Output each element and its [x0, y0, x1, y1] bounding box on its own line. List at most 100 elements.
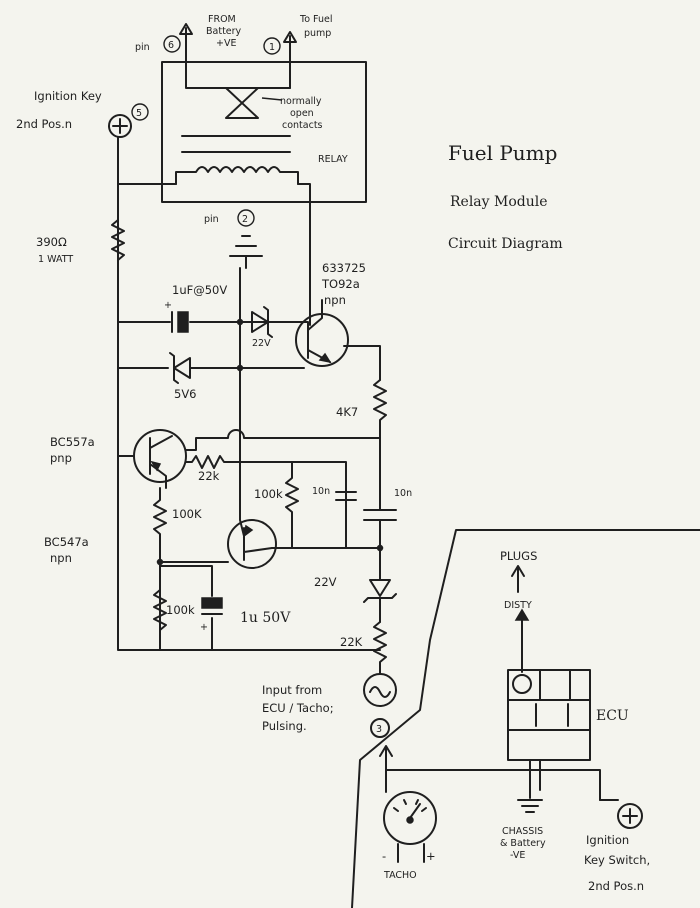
zener-22v-bot-label: 22V — [314, 575, 337, 589]
left-rail — [117, 136, 381, 651]
transistor-bc547 — [227, 519, 277, 569]
zener-5v6-label: 5V6 — [174, 387, 197, 401]
pin3-number: 3 — [376, 724, 382, 735]
resistor-100k-c — [153, 589, 167, 631]
ecu-internal — [507, 669, 591, 731]
mid-net-top — [239, 461, 347, 549]
zener-22v-top — [251, 306, 273, 338]
r390-label-2: 1 WATT — [38, 254, 73, 265]
bc547-arrow — [242, 524, 254, 538]
input-label-1: Input from — [262, 683, 322, 697]
pin6-number: 6 — [168, 40, 174, 51]
ground-symbol — [229, 235, 263, 257]
chassis-ground — [517, 789, 543, 813]
pin3-circle — [370, 718, 390, 738]
chassis-label-1: CHASSIS — [502, 826, 543, 837]
cap1-body — [177, 311, 189, 333]
resistor-4k7 — [373, 379, 387, 511]
pin6-circle — [163, 35, 181, 53]
q1-label-1: 633725 — [322, 261, 366, 275]
relay-contact-wire — [185, 61, 291, 89]
ign-switch-label-2: Key Switch, — [584, 853, 650, 867]
pin5-number: 5 — [136, 108, 142, 119]
resistor-390 — [111, 219, 125, 261]
tacho-plus: + — [426, 849, 436, 863]
ign-switch-plus — [622, 808, 638, 824]
to-fuel-1: To Fuel — [299, 14, 332, 25]
ecu-label: ECU — [596, 708, 629, 724]
tacho-minus: - — [382, 849, 386, 863]
bc557-label-1: BC557a — [50, 435, 95, 449]
ign-switch-label-1: Ignition — [586, 833, 629, 847]
r22k-a-label: 22k — [198, 469, 220, 483]
r100k-b-label: 100K — [172, 507, 202, 521]
q1-emitter-wire — [343, 345, 381, 381]
tacho-needle — [393, 799, 427, 819]
pin1-circle — [263, 37, 281, 55]
pin6-arrow — [179, 23, 193, 35]
ecu-box — [507, 669, 591, 761]
relay-label: RELAY — [318, 154, 348, 165]
node-100k — [156, 558, 164, 566]
title-line-1: Fuel Pump — [448, 141, 557, 165]
from-battery-2: Battery — [206, 26, 242, 37]
input-label-2: ECU / Tacho; — [262, 701, 334, 715]
cap2-body — [201, 597, 223, 609]
r100k-c-label: 100k — [166, 603, 195, 617]
title-line-3: Circuit Diagram — [448, 236, 563, 252]
ign-key-plus — [112, 118, 128, 134]
tacho-leads — [385, 769, 425, 863]
transistor-bc557 — [133, 429, 187, 483]
plugs-label: PLUGS — [500, 549, 537, 563]
relay-contact-cross — [225, 87, 259, 119]
resistor-22k-b — [373, 621, 387, 675]
disty-arrow — [514, 608, 530, 621]
pin2-number: 2 — [242, 214, 248, 225]
resistor-100k-b — [153, 487, 167, 651]
c10n-a-label: 10n — [312, 486, 330, 497]
from-battery-3: +VE — [216, 38, 236, 49]
contacts-label-2: open — [290, 108, 314, 119]
ac-sine — [369, 686, 391, 698]
tacho-pivot — [406, 816, 414, 824]
zener-5v6 — [169, 352, 191, 384]
ac-input-source — [363, 673, 397, 707]
pin6-label: pin — [135, 42, 150, 53]
c10n-b-label: 10n — [394, 488, 412, 499]
from-battery-1: FROM — [208, 14, 236, 25]
relay-coil — [175, 166, 299, 185]
contacts-label-1: normally — [280, 96, 322, 107]
bc557-base-wire — [185, 429, 381, 451]
tacho-label: TACHO — [383, 870, 417, 881]
q1-base — [297, 299, 331, 363]
to-fuel-2: pump — [304, 28, 331, 39]
ign-switch-label-3: 2nd Pos.n — [588, 879, 644, 893]
bc547-label-1: BC547a — [44, 535, 89, 549]
bc547-label-2: npn — [50, 551, 72, 565]
chassis-label-2: & Battery — [500, 838, 546, 849]
title-line-2: Relay Module — [450, 194, 548, 210]
disty-terminal — [512, 674, 532, 694]
coil-to-collector — [297, 183, 311, 326]
chassis-label-3: -VE — [510, 850, 525, 861]
pin1-number: 1 — [269, 42, 275, 53]
relay-contact-pointer — [261, 97, 283, 101]
cap-10n-a — [335, 491, 357, 501]
ign-key-terminal — [108, 114, 132, 138]
disty-label: DISTY — [504, 600, 532, 611]
tacho-meter — [383, 791, 437, 845]
r22k-b-label: 22K — [340, 635, 363, 649]
ign-key-label-1: Ignition Key — [34, 89, 102, 103]
plugs-arrow — [511, 565, 525, 593]
tacho-feed-wire — [379, 745, 601, 801]
q1-emitter-arrow — [318, 352, 332, 364]
ecu-leads — [529, 759, 541, 791]
r100k-a-label: 100k — [254, 487, 283, 501]
ign-switch-terminal — [617, 803, 643, 829]
pin5-circle — [131, 103, 149, 121]
bc547-lines — [239, 499, 273, 561]
q1-label-3: npn — [324, 293, 346, 307]
bc557-label-2: pnp — [50, 451, 72, 465]
resistor-22k-a — [185, 455, 241, 469]
cap2-wire — [159, 565, 213, 651]
